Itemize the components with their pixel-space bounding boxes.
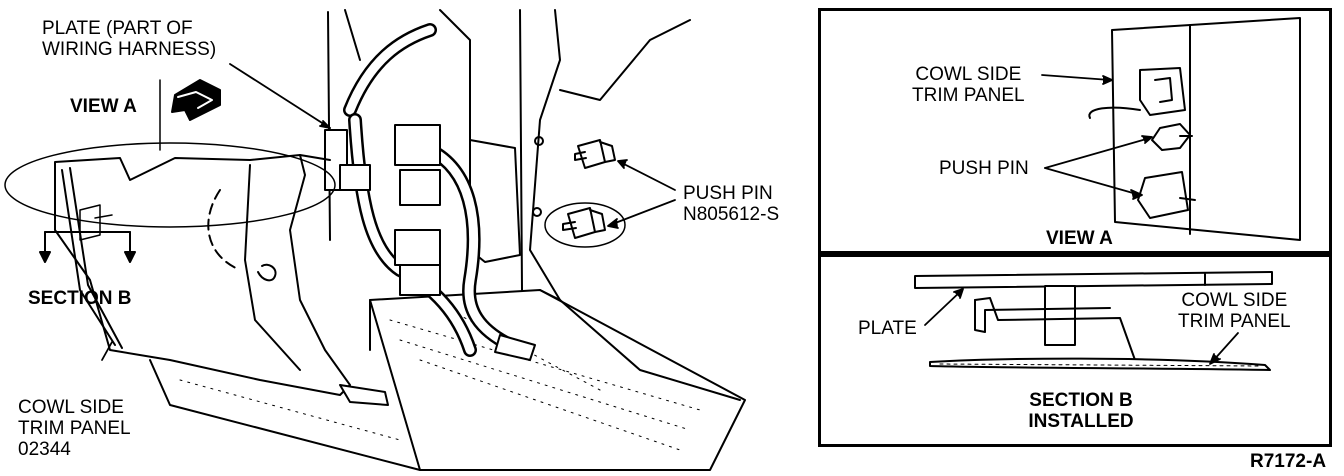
inset-cowl-line-1: COWL SIDE (915, 64, 1022, 85)
view-a-inset-frame (818, 8, 1332, 254)
section-b-caption-line-2: INSTALLED (1028, 411, 1134, 432)
leader-lines (101, 63, 676, 361)
section-b-arrows (39, 231, 136, 263)
section-b-caption-line-1: SECTION B (1029, 390, 1133, 411)
push-pin-lower (562, 207, 606, 239)
inset-b-cowl-line-2: TRIM PANEL (1178, 311, 1291, 332)
cowl-side-trim-panel-label: COWL SIDE TRIM PANEL 02344 (18, 397, 131, 460)
push-pin-line-2: N805612-S (683, 204, 780, 225)
section-b-label: SECTION B (28, 288, 132, 309)
push-pin-outline (544, 202, 626, 248)
floor-carpet (149, 289, 746, 471)
body-pillar (327, 9, 741, 401)
inset-view-a-drawing (1088, 17, 1301, 241)
inset-section-b-cowl-label: COWL SIDE TRIM PANEL (1178, 290, 1291, 332)
cowl-side-trim-panel (54, 154, 389, 406)
kick-panel-bracket (469, 136, 544, 263)
view-a-outline (4, 79, 336, 228)
inset-cowl-line-2: TRIM PANEL (912, 85, 1025, 106)
inset-section-b-drawing (914, 271, 1273, 371)
cowl-label-line-2: TRIM PANEL (18, 418, 131, 439)
cowl-label-line-1: COWL SIDE (18, 397, 124, 418)
plate-label-line-2: WIRING HARNESS) (42, 39, 217, 60)
inset-plate-label: PLATE (858, 318, 917, 339)
inset-cowl-label: COWL SIDE TRIM PANEL (912, 64, 1025, 106)
inset-section-b-leaders (924, 288, 1239, 365)
cowl-label-line-3: 02344 (18, 439, 71, 460)
plate-label: PLATE (PART OF WIRING HARNESS) (42, 18, 216, 60)
section-b-inset-frame (818, 254, 1332, 447)
section-b-installed-caption: SECTION B INSTALLED (1022, 390, 1140, 432)
view-a-arrow (171, 79, 221, 121)
push-pin-upper (574, 139, 616, 169)
inset-view-a-caption: VIEW A (1046, 228, 1113, 249)
figure-id: R7172-A (1250, 451, 1327, 472)
inset-push-pin-label: PUSH PIN (939, 158, 1029, 179)
plate-label-line-1: PLATE (PART OF (42, 18, 193, 39)
inset-view-a-leaders (1041, 74, 1153, 200)
view-a-label: VIEW A (70, 96, 137, 117)
wiring-harness (324, 23, 536, 361)
push-pin-label: PUSH PIN N805612-S (683, 183, 779, 225)
push-pin-line-1: PUSH PIN (683, 183, 773, 204)
inset-b-cowl-line-1: COWL SIDE (1181, 290, 1288, 311)
